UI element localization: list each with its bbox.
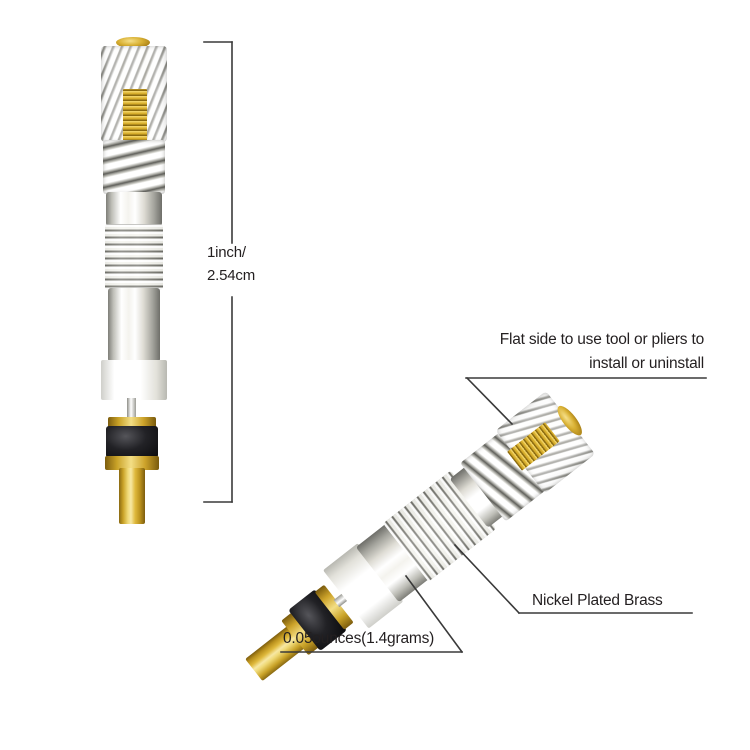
- brass-pin: [119, 468, 145, 524]
- weight-label: 0.05ounces(1.4grams): [283, 630, 435, 647]
- flat-side-label: Flat side to use tool or pliers to insta…: [452, 328, 704, 376]
- o-ring: [106, 426, 158, 458]
- lower-barrel: [108, 288, 160, 362]
- thin-shaft: [127, 398, 136, 420]
- upper-barrel: [106, 192, 162, 226]
- dimension-label-line1: 1inch/: [207, 244, 246, 261]
- flat-side-label-line1: Flat side to use tool or pliers to: [499, 331, 704, 348]
- flat-side-label-line2: install or uninstall: [589, 355, 704, 373]
- dimension-label-line2: 2.54cm: [207, 266, 255, 284]
- valve-core-vertical: [86, 34, 186, 524]
- brass-collar: [108, 417, 156, 428]
- brass-base: [105, 456, 159, 470]
- threaded-barrel: [105, 224, 163, 290]
- white-seal-band: [101, 360, 167, 400]
- dimension-label: 1inch/ 2.54cm: [207, 242, 297, 287]
- inner-screw: [123, 89, 147, 141]
- spring-coil: [103, 140, 165, 194]
- material-label: Nickel Plated Brass: [532, 592, 663, 609]
- screw-head-top-icon: [116, 37, 150, 48]
